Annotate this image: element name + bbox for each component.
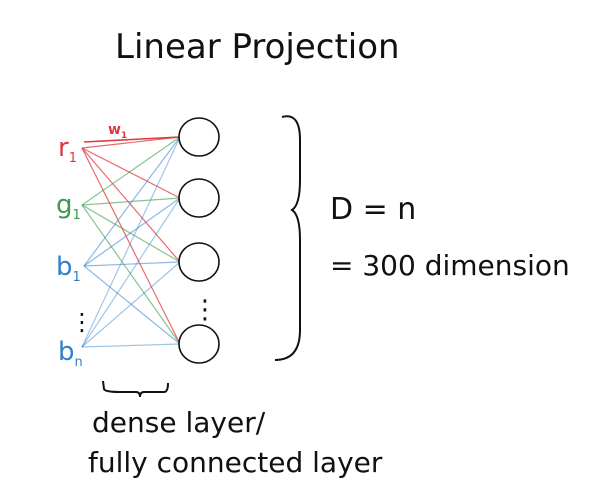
caption-line1: dense layer/ — [92, 406, 266, 439]
connection-line — [81, 343, 181, 348]
connection-line — [81, 197, 181, 206]
equation-line1: D = n — [330, 192, 416, 227]
connection-line — [83, 136, 181, 267]
connection-line — [81, 147, 181, 199]
connection-line — [81, 261, 181, 348]
input-label-r1: r1 — [58, 133, 77, 166]
input-label-g1: g1 — [56, 190, 81, 223]
caption-line2: fully connected layer — [88, 446, 383, 479]
connection-line — [81, 204, 181, 263]
output-ellipsis: ⋮ — [192, 295, 218, 325]
output-node-2 — [178, 178, 220, 218]
connection-line — [81, 136, 181, 206]
connection-line — [81, 136, 181, 149]
input-labels: r1 g1 b1 ⋮ bn — [56, 133, 94, 370]
connection-line — [81, 204, 181, 345]
output-node-n — [178, 324, 220, 364]
weight-label-w1: w1 — [108, 122, 127, 141]
right-brace — [274, 115, 301, 361]
connection-line — [81, 147, 181, 263]
connection-line — [83, 265, 181, 345]
input-label-b1: b1 — [56, 252, 81, 285]
input-label-bn: bn — [58, 337, 83, 370]
weight-connection-w1 — [83, 136, 181, 143]
connection-line — [81, 136, 181, 348]
equation-line2: = 300 dimension — [330, 249, 570, 282]
input-ellipsis: ⋮ — [70, 308, 94, 336]
connections — [81, 136, 181, 348]
connection-line — [83, 261, 181, 267]
output-node-3 — [178, 242, 220, 282]
connection-line — [81, 147, 181, 345]
diagram-title: Linear Projection — [115, 27, 400, 67]
under-brace — [102, 380, 169, 398]
connection-line — [83, 197, 181, 267]
connection-line — [81, 197, 181, 348]
output-nodes — [178, 117, 220, 364]
output-node-1 — [178, 117, 220, 157]
